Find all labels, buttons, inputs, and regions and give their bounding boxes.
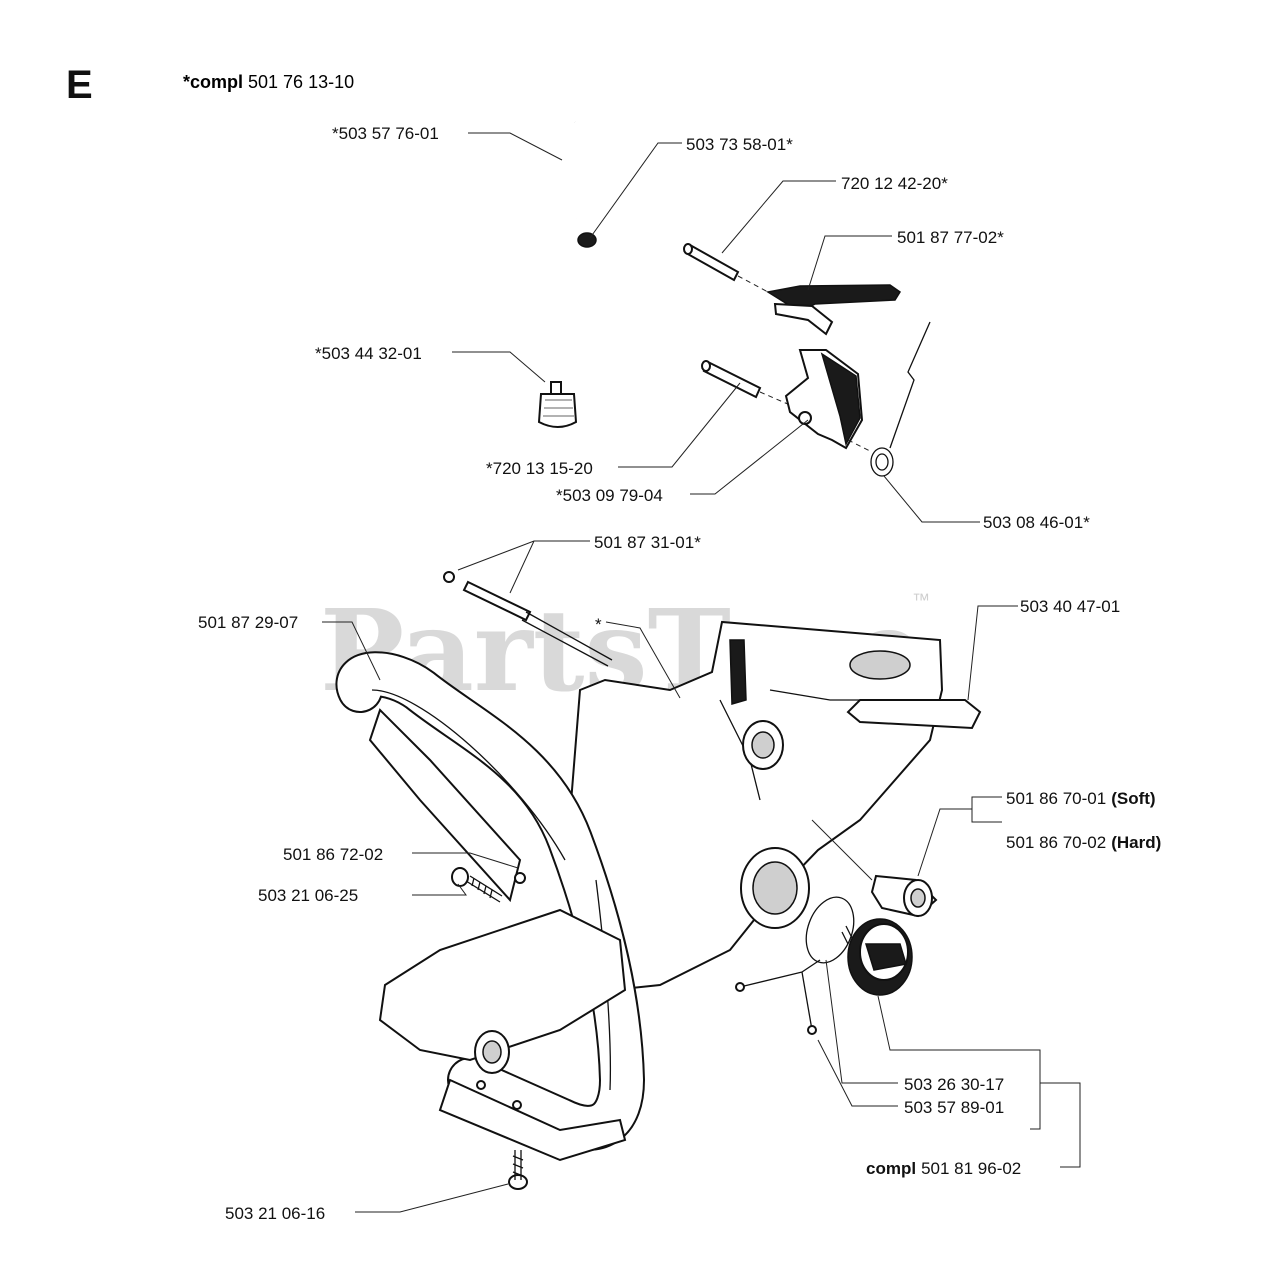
label-front-handle: 501 87 29-07 <box>198 613 298 632</box>
label-pin-lower: *720 13 15-20 <box>486 459 593 478</box>
label-support-hard: 501 86 70-02 (Hard) <box>1006 833 1161 852</box>
label-support-hard-tag: (Hard) <box>1111 833 1161 852</box>
label-adjust-screw: 501 87 31-01* <box>594 533 701 552</box>
label-support-soft-tag: (Soft) <box>1111 789 1155 808</box>
throttle-trigger-illustration <box>765 284 902 336</box>
fuel-cap-illustration <box>841 918 913 996</box>
label-cap-compl-number: 501 81 96-02 <box>921 1159 1021 1178</box>
front-handle-illustration <box>336 651 646 1151</box>
screw-lower-illustration <box>508 1150 528 1190</box>
pin-upper-illustration <box>683 243 769 293</box>
label-support-hard-number: 501 86 70-02 <box>1006 833 1106 852</box>
av-support-illustration <box>811 819 938 918</box>
label-screw-lower: 503 21 06-16 <box>225 1204 325 1223</box>
assembly-header-prefix: *compl <box>183 72 243 92</box>
label-bracket: 501 86 72-02 <box>283 845 383 864</box>
label-cap-compl: compl 501 81 96-02 <box>866 1159 1021 1178</box>
label-rear-handle: 503 40 47-01 <box>1020 597 1120 616</box>
throttle-lockout-illustration <box>784 349 864 450</box>
retainer-illustration <box>735 959 821 1035</box>
label-throttle-lockout: *503 09 79-04 <box>556 486 663 505</box>
adjust-screw-illustration <box>443 571 613 667</box>
label-support-soft-number: 501 86 70-01 <box>1006 789 1106 808</box>
label-support-soft: 501 86 70-01 (Soft) <box>1006 789 1156 808</box>
section-letter: E <box>66 63 93 107</box>
pin-lower-illustration <box>701 360 791 406</box>
label-screw-upper: 503 21 06-25 <box>258 886 358 905</box>
hose-clip-illustration <box>577 232 597 248</box>
watermark-trademark: ™ <box>912 590 930 610</box>
label-retainer: 503 57 89-01 <box>904 1098 1004 1117</box>
label-fuel-filter: *503 44 32-01 <box>315 344 422 363</box>
label-throttle-trigger: 501 87 77-02* <box>897 228 1004 247</box>
leader-lines <box>322 132 1081 1213</box>
label-fuel-hose: *503 57 76-01 <box>332 124 439 143</box>
oring-illustration <box>805 896 855 964</box>
label-oring: 503 26 30-17 <box>904 1075 1004 1094</box>
chassis-illustration <box>378 872 627 1162</box>
label-star: * <box>595 615 602 634</box>
assembly-header-number: 501 76 13-10 <box>248 72 354 92</box>
spring-illustration <box>847 321 931 477</box>
label-hose-clip: 503 73 58-01* <box>686 135 793 154</box>
fuel-filter-illustration <box>537 381 578 428</box>
label-spring: 503 08 46-01* <box>983 513 1090 532</box>
label-cap-compl-prefix: compl <box>866 1159 916 1178</box>
label-pin-upper: 720 12 42-20* <box>841 174 948 193</box>
